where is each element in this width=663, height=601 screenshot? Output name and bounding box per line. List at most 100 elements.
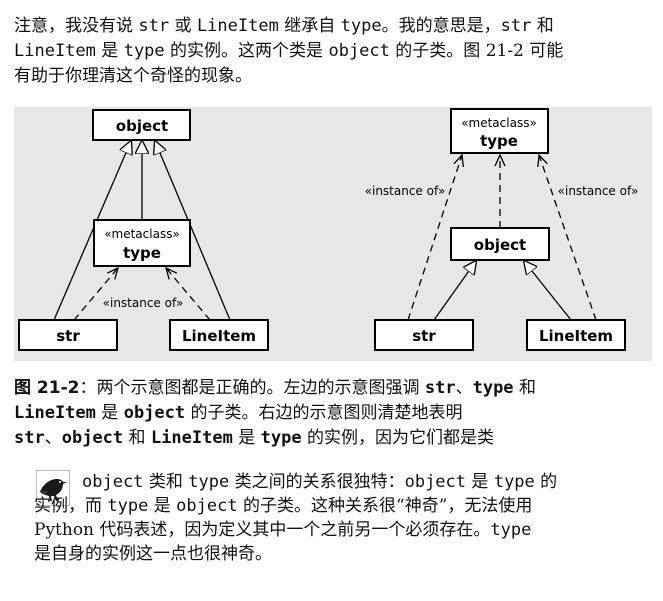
- code-type: type: [107, 496, 149, 516]
- right-object-label: object: [474, 236, 526, 254]
- text: 的子类。右边的示意图则清楚地表明: [185, 403, 463, 423]
- text: 、: [44, 428, 62, 448]
- right-str-label: str: [412, 327, 436, 345]
- code-type: type: [493, 472, 535, 492]
- right-diagram: «metaclass» type «instance of» «instance…: [362, 108, 641, 351]
- code-lineitem: LineItem: [150, 428, 233, 448]
- right-lineitem-label: LineItem: [539, 327, 613, 345]
- left-str-box: str: [18, 319, 118, 351]
- code-type: type: [123, 41, 165, 61]
- text: 的实例。这两个类是: [164, 41, 329, 61]
- edge-lineitem-to-object: [155, 141, 231, 321]
- text: 的子类。这种关系很“神奇”，无法使用: [237, 496, 533, 516]
- right-object-box: object: [450, 227, 550, 261]
- code-object: object: [328, 41, 390, 61]
- left-metaclass-stereotype: «metaclass»: [104, 227, 180, 241]
- left-type-label: type: [123, 244, 161, 262]
- text: 。我的意思是，: [381, 16, 501, 36]
- code-lineitem: LineItem: [14, 41, 96, 61]
- text: 是: [95, 41, 124, 61]
- left-object-label: object: [116, 117, 168, 135]
- note-line-2: 实例，而 type 是 object 的子类。这种关系很“神奇”，无法使用: [34, 494, 624, 518]
- text: 类和: [143, 472, 189, 492]
- intro-line-2: LineItem 是 type 的实例。这两个类是 object 的子类。图 2…: [14, 39, 654, 64]
- caption-line-2: LineItem 是 object 的子类。右边的示意图则清楚地表明: [14, 401, 654, 426]
- left-lineitem-box: LineItem: [169, 319, 269, 351]
- text: 和: [123, 428, 151, 448]
- edge-lineitem-instance-of-type: [166, 268, 211, 321]
- left-object-box: object: [92, 109, 191, 141]
- caption-line-3: str、object 和 LineItem 是 type 的实例，因为它们都是类: [14, 426, 654, 451]
- code-lineitem: LineItem: [196, 16, 279, 36]
- left-diagram: object «metaclass» type «instance of» st…: [18, 109, 269, 351]
- text: 继承自: [278, 16, 341, 36]
- right-str-box: str: [374, 319, 474, 351]
- label-backdrop: [555, 183, 641, 199]
- text: 是: [232, 428, 261, 448]
- code-str: str: [424, 378, 456, 398]
- code-type: type: [490, 520, 532, 540]
- crow-tip-icon: [36, 470, 70, 506]
- edge-str-instance-of-type: [73, 268, 118, 321]
- intro-paragraph: 注意，我没有说 str 或 LineItem 继承自 type。我的意思是，st…: [14, 14, 654, 89]
- label-backdrop: [112, 295, 174, 311]
- text: 和: [513, 378, 536, 398]
- code-str: str: [500, 16, 532, 36]
- text: 有助于你理清这个奇怪的现象。: [14, 66, 252, 86]
- code-str: str: [14, 428, 45, 448]
- code-type: type: [188, 472, 230, 492]
- code-lineitem: LineItem: [14, 403, 96, 423]
- text: 是: [466, 472, 494, 492]
- text: 或: [169, 16, 197, 36]
- text: 是自身的实例这一点也很神奇。: [34, 544, 272, 564]
- edge-lineitem-to-object: [524, 261, 572, 321]
- right-lineitem-box: LineItem: [526, 319, 626, 351]
- code-type: type: [340, 16, 382, 36]
- text: 注意，我没有说: [14, 16, 139, 36]
- intro-line-3: 有助于你理清这个奇怪的现象。: [14, 64, 654, 89]
- text: 的实例，因为它们都是类: [301, 428, 495, 448]
- text: 类之间的关系很独特：: [229, 472, 405, 492]
- code-str: str: [138, 16, 170, 36]
- edge-str-instance-of-type: [407, 155, 462, 321]
- code-object: object: [82, 472, 144, 492]
- code-type: type: [472, 378, 514, 398]
- left-str-label: str: [56, 327, 80, 345]
- uml-diagrams: object «metaclass» type «instance of» st…: [18, 108, 641, 351]
- text: 的子类。图 21-2 可能: [389, 41, 564, 61]
- code-type: type: [260, 428, 302, 448]
- edge-lineitem-instance-of-type: [539, 155, 597, 321]
- edge-str-to-object: [53, 141, 131, 321]
- left-lineitem-label: LineItem: [182, 327, 256, 345]
- left-type-box: «metaclass» type: [93, 219, 191, 267]
- intro-line-1: 注意，我没有说 str 或 LineItem 继承自 type。我的意思是，st…: [14, 14, 654, 39]
- figure-caption: 图 21-2：两个示意图都是正确的。左边的示意图强调 str、type 和 Li…: [14, 376, 654, 451]
- text: ：两个示意图都是正确的。左边的示意图强调: [79, 378, 425, 398]
- right-instance-of-left-label: «instance of»: [365, 184, 446, 198]
- figure-number: 图 21-2: [14, 378, 80, 398]
- right-type-box: «metaclass» type: [450, 108, 549, 154]
- caption-line-1: 图 21-2：两个示意图都是正确的。左边的示意图强调 str、type 和: [14, 376, 654, 401]
- edge-str-to-object: [433, 261, 476, 321]
- text: Python 代码表述，因为定义其中一个之前另一个必须存在。: [34, 520, 491, 540]
- text: 是: [148, 496, 177, 516]
- note-line-4: 是自身的实例这一点也很神奇。: [34, 542, 624, 566]
- label-backdrop: [362, 183, 448, 199]
- text: 实例，而: [34, 496, 108, 516]
- right-instance-of-right-label: «instance of»: [558, 184, 639, 198]
- code-object: object: [61, 428, 124, 448]
- tip-note: object 类和 type 类之间的关系很独特：object 是 type 的…: [34, 470, 624, 566]
- text: 是: [95, 403, 124, 423]
- note-line-1: object 类和 type 类之间的关系很独特：object 是 type 的: [34, 470, 624, 494]
- right-type-label: type: [480, 132, 518, 150]
- code-object: object: [123, 403, 186, 423]
- left-instance-of-label: «instance of»: [103, 296, 184, 310]
- text: 的: [534, 472, 558, 492]
- text: 、: [455, 378, 473, 398]
- figure-21-2: object «metaclass» type «instance of» st…: [14, 107, 652, 361]
- note-line-3: Python 代码表述，因为定义其中一个之前另一个必须存在。type: [34, 518, 624, 542]
- code-object: object: [404, 472, 467, 492]
- text: 和: [531, 16, 554, 36]
- code-object: object: [176, 496, 238, 516]
- right-metaclass-stereotype: «metaclass»: [461, 116, 537, 130]
